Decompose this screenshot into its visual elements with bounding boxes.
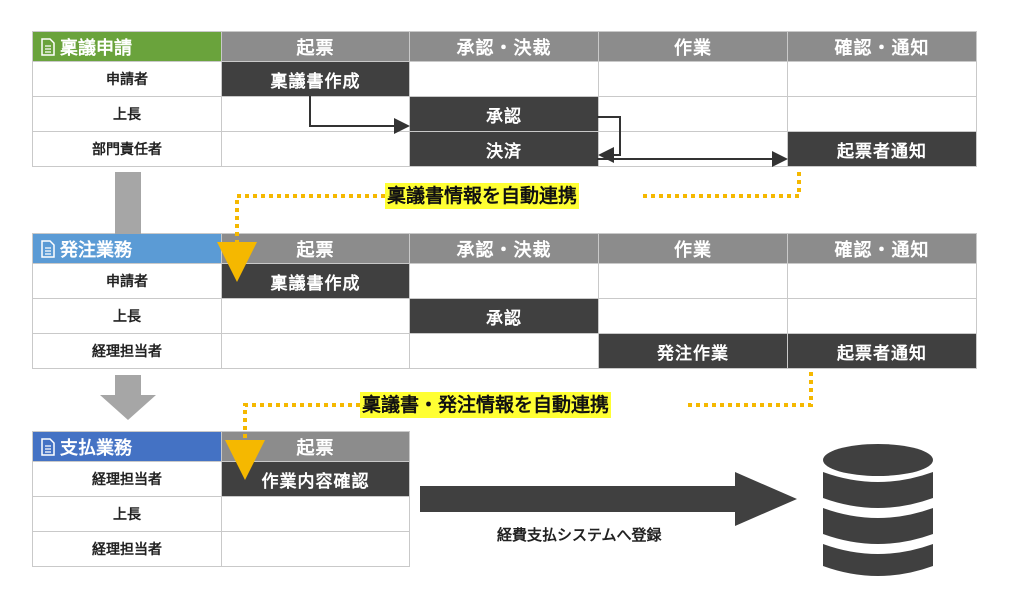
- database-icon: [823, 444, 933, 576]
- task-approve: 承認: [410, 97, 599, 132]
- task-place-order: 発注作業: [599, 334, 788, 369]
- empty-cell: [222, 497, 410, 532]
- column-header-work: 作業: [599, 32, 788, 62]
- empty-cell: [599, 62, 788, 97]
- column-header-confirm: 確認・通知: [788, 32, 977, 62]
- column-header-kihyo: 起票: [222, 234, 410, 264]
- auto-link-label-1: 稟議書情報を自動連携: [385, 183, 580, 209]
- empty-cell: [599, 97, 788, 132]
- register-label: 経費支払システムへ登録: [497, 526, 662, 544]
- column-header-work: 作業: [599, 234, 788, 264]
- table-title-payment: 支払業務: [33, 432, 222, 462]
- table-title-order: 発注業務: [33, 234, 222, 264]
- row-role-accounting: 経理担当者: [33, 532, 222, 567]
- task-approve: 承認: [410, 299, 599, 334]
- table-ringi-application: 稟議申請 起票 承認・決裁 作業 確認・通知 申請者 稟議書作成 上長 承認 部…: [32, 31, 977, 167]
- document-icon: [41, 37, 55, 56]
- task-notify-requester: 起票者通知: [788, 334, 977, 369]
- empty-cell: [788, 264, 977, 299]
- down-arrow-icon: [100, 375, 156, 420]
- column-header-approval: 承認・決裁: [410, 32, 599, 62]
- empty-cell: [222, 532, 410, 567]
- row-role-dept-manager: 部門責任者: [33, 132, 222, 167]
- empty-cell: [410, 62, 599, 97]
- row-role-supervisor: 上長: [33, 497, 222, 532]
- column-header-confirm: 確認・通知: [788, 234, 977, 264]
- empty-cell: [222, 334, 410, 369]
- auto-link-connector-2: [225, 372, 813, 480]
- empty-cell: [788, 97, 977, 132]
- row-role-supervisor: 上長: [33, 299, 222, 334]
- empty-cell: [788, 62, 977, 97]
- task-decision: 決済: [410, 132, 599, 167]
- column-header-approval: 承認・決裁: [410, 234, 599, 264]
- column-header-kihyo: 起票: [222, 32, 410, 62]
- document-icon: [41, 437, 55, 456]
- document-icon: [41, 239, 55, 258]
- empty-cell: [410, 264, 599, 299]
- process-arrows: [309, 96, 788, 167]
- empty-cell: [599, 264, 788, 299]
- flow-connector-bar: [115, 172, 141, 234]
- table-title-text: 発注業務: [60, 239, 132, 261]
- row-role-supervisor: 上長: [33, 97, 222, 132]
- empty-cell: [222, 299, 410, 334]
- row-role-accounting: 経理担当者: [33, 334, 222, 369]
- empty-cell: [788, 299, 977, 334]
- task-notify-requester: 起票者通知: [788, 132, 977, 167]
- empty-cell: [222, 132, 410, 167]
- table-title-ringi: 稟議申請: [33, 32, 222, 62]
- right-arrow-icon: [420, 472, 797, 526]
- empty-cell: [599, 132, 788, 167]
- table-title-text: 支払業務: [60, 437, 132, 459]
- empty-cell: [599, 299, 788, 334]
- row-role-applicant: 申請者: [33, 62, 222, 97]
- task-ringi-create: 稟議書作成: [222, 62, 410, 97]
- table-title-text: 稟議申請: [60, 37, 132, 59]
- row-role-accounting: 経理担当者: [33, 462, 222, 497]
- auto-link-connector-1: [217, 172, 801, 282]
- empty-cell: [410, 334, 599, 369]
- auto-link-label-2: 稟議書・発注情報を自動連携: [360, 392, 612, 418]
